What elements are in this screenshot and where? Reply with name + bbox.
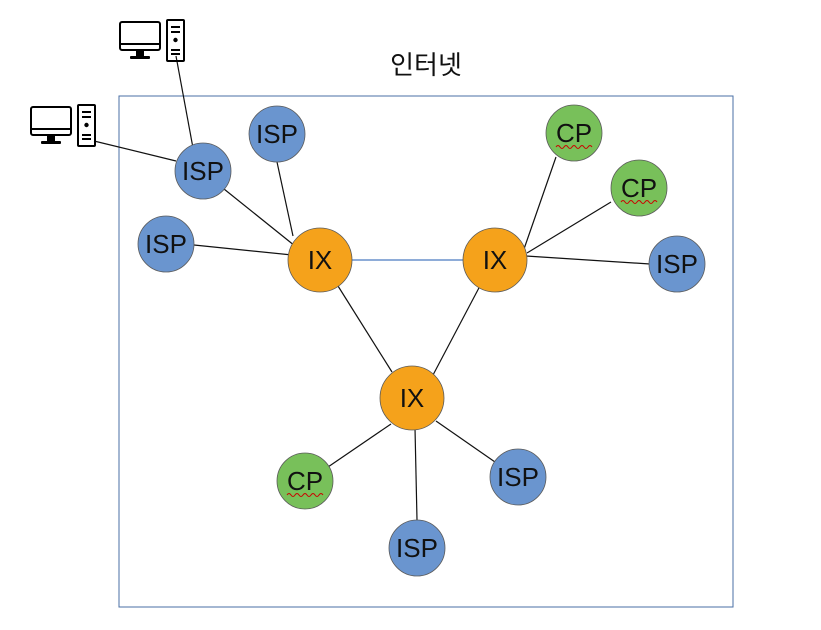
desktop-computer-icon bbox=[30, 104, 96, 147]
ix-node-left: IX bbox=[287, 227, 353, 293]
isp-node-circle bbox=[388, 519, 446, 577]
ix-node-circle bbox=[462, 227, 528, 293]
isp-node-left: ISP bbox=[137, 215, 195, 273]
connections bbox=[93, 55, 651, 521]
cp-node-right: CP bbox=[610, 159, 668, 217]
isp-node-right: ISP bbox=[648, 235, 706, 293]
isp-node-circle bbox=[648, 235, 706, 293]
link-isp-ix-bottom-1 bbox=[414, 427, 418, 521]
link-cp-ix-bottom bbox=[327, 423, 392, 468]
isp-node-bottom-right: ISP bbox=[489, 448, 547, 506]
ix-node-label: IX bbox=[400, 383, 425, 413]
ix-node-circle bbox=[287, 227, 353, 293]
ix-node-label: IX bbox=[483, 245, 508, 275]
link-isp-ix-left-2 bbox=[276, 161, 294, 237]
link-ix-right-ix-bottom bbox=[432, 283, 482, 376]
cp-node-label: CP bbox=[621, 173, 657, 203]
spellcheck-underline bbox=[620, 200, 658, 204]
link-isp-ix-left-3 bbox=[193, 244, 293, 256]
isp-node-label: ISP bbox=[497, 462, 539, 492]
isp-node-label: ISP bbox=[656, 249, 698, 279]
isp-node-top: ISP bbox=[248, 105, 306, 163]
link-cp-ix-right-1 bbox=[523, 156, 557, 250]
isp-node-circle bbox=[137, 215, 195, 273]
desktop-computer-icon bbox=[119, 19, 185, 62]
ix-node-label: IX bbox=[308, 245, 333, 275]
link-pc2-isp bbox=[93, 140, 177, 162]
isp-node-top-left: ISP bbox=[174, 142, 232, 200]
ix-node-bottom: IX bbox=[379, 365, 445, 431]
link-ix-left-ix-bottom bbox=[337, 285, 393, 373]
link-pc1-isp bbox=[175, 55, 194, 149]
link-isp-ix-bottom-2 bbox=[435, 420, 496, 463]
link-isp-ix-left-1 bbox=[223, 188, 301, 251]
isp-node-label: ISP bbox=[256, 119, 298, 149]
cp-node-top: CP bbox=[545, 104, 603, 162]
isp-node-label: ISP bbox=[145, 229, 187, 259]
ix-node-circle bbox=[379, 365, 445, 431]
internet-boundary bbox=[118, 95, 734, 608]
isp-node-circle bbox=[248, 105, 306, 163]
link-isp-ix-right bbox=[525, 255, 651, 265]
isp-node-label: ISP bbox=[396, 533, 438, 563]
link-cp-ix-right-2 bbox=[526, 201, 612, 254]
spellcheck-underline bbox=[555, 145, 593, 149]
cp-node-label: CP bbox=[287, 466, 323, 496]
spellcheck-underline bbox=[286, 493, 324, 497]
isp-node-label: ISP bbox=[182, 156, 224, 186]
isp-node-circle bbox=[174, 142, 232, 200]
cp-node-bottom-left: CP bbox=[276, 452, 334, 510]
isp-node-bottom: ISP bbox=[388, 519, 446, 577]
ix-node-right: IX bbox=[462, 227, 528, 293]
cp-node-label: CP bbox=[556, 118, 592, 148]
isp-node-circle bbox=[489, 448, 547, 506]
diagram-title: 인터넷 bbox=[390, 51, 462, 81]
